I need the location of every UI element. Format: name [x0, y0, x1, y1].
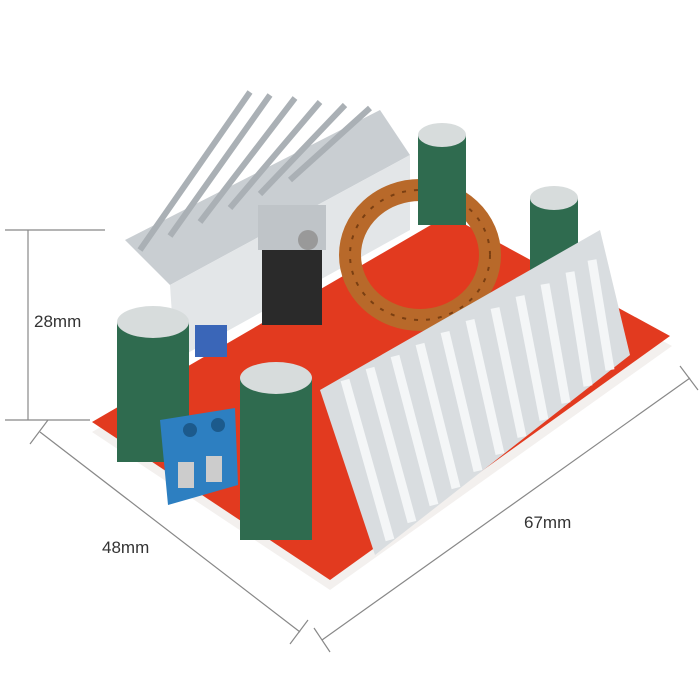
- heatsink-front: [320, 230, 630, 555]
- heatsink-back: [125, 90, 410, 360]
- dimension-lines: [5, 229, 699, 653]
- capacitors: [117, 123, 578, 540]
- height-dimension-label: 28mm: [34, 312, 82, 331]
- width-dimension-label: 48mm: [102, 538, 150, 557]
- terminal-block: [160, 325, 238, 505]
- length-dimension-label: 67mm: [524, 513, 572, 532]
